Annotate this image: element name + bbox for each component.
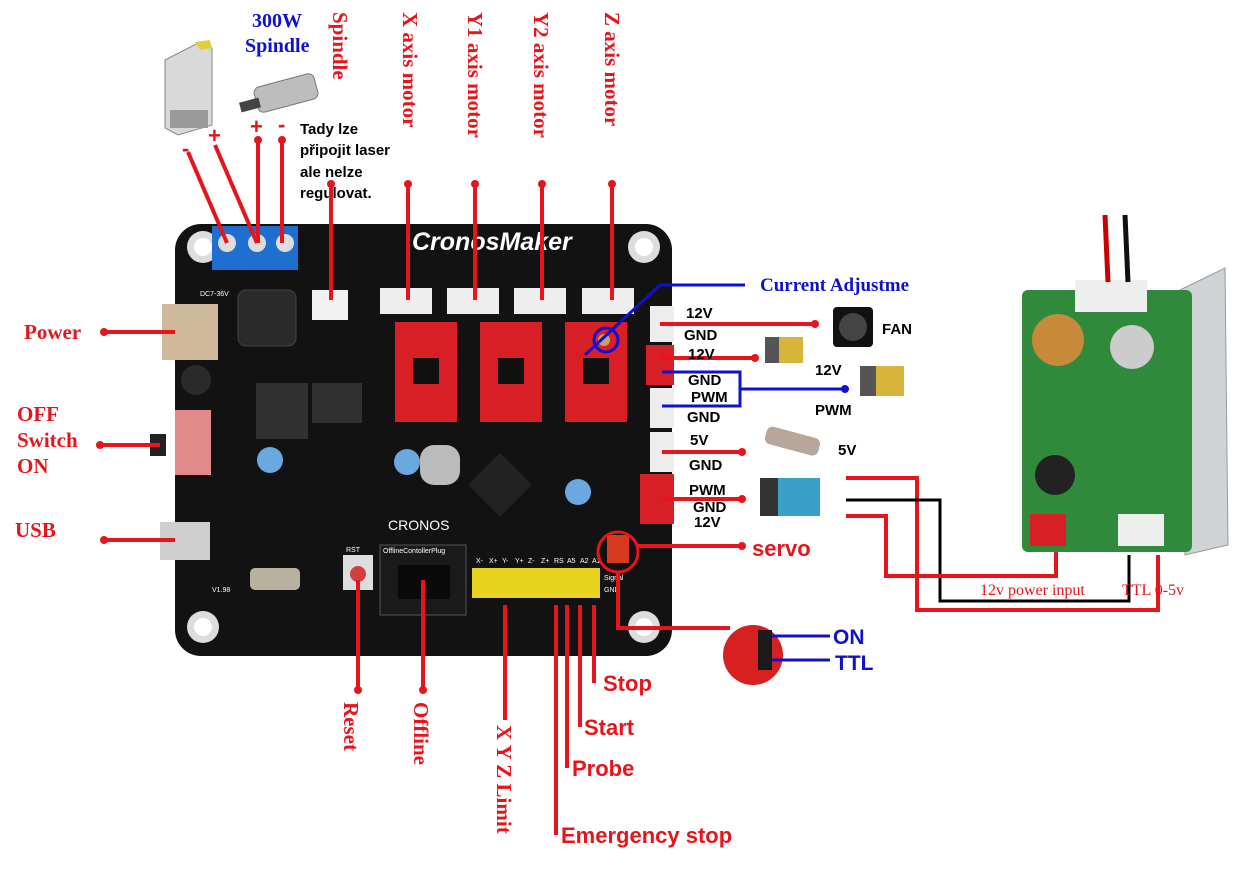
jumper-ttl-label: TTL [835, 652, 874, 675]
pin-label: Z+ [541, 558, 549, 565]
bottom-wires [354, 580, 596, 835]
note-line-1: Tady lze [300, 121, 358, 138]
pin-label: X- [476, 558, 484, 565]
signal-silk: Signal [604, 575, 624, 582]
laser-driver-module [1022, 214, 1229, 556]
label-on: ON [17, 454, 49, 478]
note-line-3: ale nelze [300, 164, 363, 181]
jumper-on-label: ON [833, 626, 865, 649]
ttl-12v: 12V [694, 514, 721, 531]
servo-label: servo [752, 536, 811, 561]
label-usb: USB [15, 518, 56, 542]
dot-label-5v: 5V [838, 442, 856, 459]
label-offline: Offline [409, 702, 433, 765]
label-y1-axis-motor: Y1 axis motor [463, 12, 487, 138]
pin-label: A5 [567, 558, 576, 565]
label-off: OFF [17, 402, 59, 426]
left-wires [96, 328, 175, 544]
module-power-connector [1030, 514, 1066, 546]
label-probe: Probe [572, 756, 634, 781]
label-stop: Stop [603, 671, 652, 696]
laser-pwm-connector [646, 345, 674, 385]
pin-label: A1 [592, 558, 601, 565]
limit-pin-header [472, 568, 600, 598]
note-line-4: regulovat. [300, 185, 372, 202]
note-line-2: připojit laser [300, 142, 390, 159]
current-adjust-potentiometer [598, 334, 610, 346]
fan-12v: 12V [686, 305, 713, 322]
pin-label: X+ [489, 558, 498, 565]
psu-plus-label: + [208, 123, 221, 148]
pin-label: Y- [502, 558, 509, 565]
board-brand: CronosMaker [412, 228, 573, 256]
spindle-title-line1: 300W [252, 10, 302, 32]
laser-note: Tady lze připojit laser ale nelze regulo… [300, 121, 390, 202]
spindle-plus-label: + [250, 114, 263, 139]
ttl-gnd: GND [693, 499, 727, 516]
power-silk: DC7-36V [200, 291, 229, 298]
module-ttl-connector [1118, 514, 1164, 546]
label-x-axis-motor: X axis motor [398, 12, 422, 127]
laser-gnd: GND [688, 372, 722, 389]
fan-gnd: GND [684, 327, 718, 344]
label-emergency-stop: Emergency stop [561, 823, 732, 848]
laser-module-image-2 [860, 366, 904, 396]
laser-gnd2: GND [687, 409, 721, 426]
spindle-motor-image [239, 73, 319, 113]
ttl-input-label: TTL 0-5v [1122, 582, 1184, 599]
power-switch[interactable] [175, 410, 211, 475]
pin-label: Z- [528, 558, 535, 565]
label-y2-axis-motor: Y2 axis motor [529, 12, 553, 138]
z-motor-connector [582, 288, 634, 314]
spindle-title-line2: Spindle [245, 35, 310, 57]
fan-label: FAN [882, 321, 912, 338]
dot-5v: 5V [690, 432, 708, 449]
gnd-silk: GND [604, 587, 620, 594]
spindle-minus-label: - [278, 112, 285, 137]
psu-minus-label: - [182, 136, 189, 161]
offline-plug-silk: OfflineContollerPlug [383, 548, 445, 555]
jumper-inset [723, 625, 830, 685]
label-spindle: Spindle [328, 12, 352, 80]
blue-laser-image [760, 478, 820, 516]
label-reset: Reset [339, 702, 363, 751]
controller-board: CronosMaker DC7-36V V1.98 CRONOS Offline… [150, 224, 674, 656]
pin-label: Y+ [515, 558, 524, 565]
label-switch: Switch [17, 428, 78, 452]
laser-label-pwm: PWM [815, 402, 852, 419]
right-wires [583, 283, 1160, 630]
power-supply-image [164, 40, 213, 136]
cronos-logo: CRONOS [388, 517, 449, 533]
top-wires [186, 136, 616, 300]
ttl-pwm: PWM [689, 482, 726, 499]
label-z-axis-motor: Z axis motor [600, 12, 624, 126]
on-ttl-jumper[interactable] [607, 535, 629, 563]
laser-module-image-1 [765, 337, 803, 363]
pin-label: RS [554, 558, 564, 565]
rst-silk: RST [346, 547, 361, 554]
laser-gnd-connector [650, 388, 674, 428]
version-silk: V1.98 [212, 587, 230, 594]
fan-icon [833, 307, 873, 347]
laser-pwm: PWM [691, 389, 728, 406]
laser-12v: 12V [688, 346, 715, 363]
reset-button[interactable] [350, 566, 366, 582]
label-xyz-limit: X Y Z Limit [492, 725, 516, 834]
label-start: Start [584, 715, 635, 740]
power-input-label: 12v power input [980, 582, 1085, 599]
current-adjust-label: Current Adjustme [760, 275, 909, 296]
dot-gnd: GND [689, 457, 723, 474]
label-power: Power [24, 320, 81, 344]
laser-label-12v: 12V [815, 362, 842, 379]
dot-laser-image [764, 426, 821, 456]
pin-label: A2 [580, 558, 589, 565]
